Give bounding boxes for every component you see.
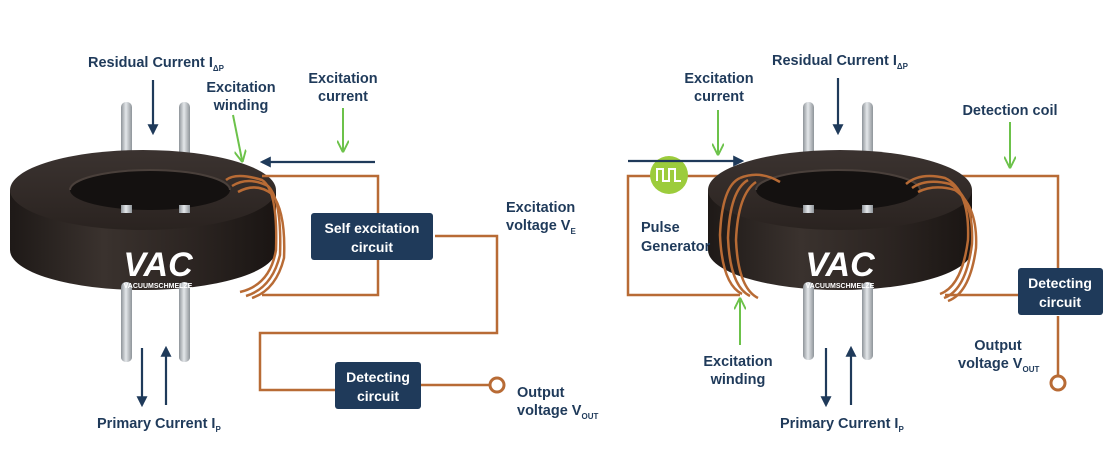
vac-logo-right: VAC VACUUMSCHMELZE bbox=[805, 246, 875, 290]
self-excitation-circuit-label-2: circuit bbox=[351, 239, 393, 255]
excitation-voltage-label-2: voltage VE bbox=[506, 218, 576, 236]
detection-coil-label: Detection coil bbox=[962, 103, 1057, 119]
svg-text:VAC: VAC bbox=[805, 246, 875, 284]
left-diagram: Self excitation circuit Detecting circui… bbox=[10, 55, 598, 434]
excitation-current-label-left-1: Excitation bbox=[308, 71, 377, 87]
toroid-core-right bbox=[708, 150, 972, 290]
pulse-generator-label-1: Pulse bbox=[641, 220, 680, 236]
excitation-winding-label-left-1: Excitation bbox=[206, 80, 275, 96]
svg-text:VACUUMSCHMELZE: VACUUMSCHMELZE bbox=[124, 283, 193, 290]
excitation-winding-label-right-2: winding bbox=[710, 372, 766, 388]
self-excitation-circuit-label-1: Self excitation bbox=[325, 220, 420, 236]
svg-text:VAC: VAC bbox=[123, 246, 193, 284]
detecting-circuit-label-2: circuit bbox=[357, 388, 399, 404]
excitation-current-label-left-2: current bbox=[318, 89, 368, 105]
right-diagram: Detecting circuit VAC VACUUMSCHMELZE Exc… bbox=[626, 53, 1103, 434]
excitation-winding-coil-right bbox=[718, 173, 781, 300]
self-excitation-circuit-box bbox=[311, 213, 433, 260]
detecting-circuit-label-1: Detecting bbox=[346, 369, 410, 385]
pulse-generator-icon bbox=[650, 156, 688, 194]
pulse-generator-label-2: Generator bbox=[641, 239, 711, 255]
vac-logo-left: VAC VACUUMSCHMELZE bbox=[123, 246, 193, 290]
toroid-core bbox=[10, 150, 276, 290]
output-terminal-left bbox=[488, 376, 506, 394]
output-voltage-label-right-1: Output bbox=[974, 338, 1022, 354]
excitation-winding-green-arrow-left bbox=[232, 114, 242, 160]
svg-text:VACUUMSCHMELZE: VACUUMSCHMELZE bbox=[806, 283, 875, 290]
output-voltage-label-right-2: voltage VOUT bbox=[958, 356, 1039, 374]
excitation-current-label-right-1: Excitation bbox=[684, 71, 753, 87]
detecting-circuit-box-left bbox=[335, 362, 421, 409]
output-terminal-right bbox=[1049, 374, 1067, 392]
output-voltage-label-left-1: Output bbox=[517, 385, 565, 401]
left-copper-wiring bbox=[258, 174, 499, 392]
detection-coil bbox=[905, 174, 978, 303]
primary-current-label-right: Primary Current IP bbox=[780, 416, 904, 434]
residual-current-label-right: Residual Current IΔP bbox=[772, 53, 909, 71]
excitation-voltage-label-1: Excitation bbox=[506, 200, 575, 216]
output-voltage-label-left-2: voltage VOUT bbox=[517, 403, 598, 421]
excitation-winding-label-right-1: Excitation bbox=[703, 354, 772, 370]
excitation-current-label-right-2: current bbox=[694, 89, 744, 105]
excitation-winding-coil bbox=[225, 174, 286, 300]
detecting-circuit-right-label-1: Detecting bbox=[1028, 275, 1092, 291]
detecting-circuit-box-right bbox=[1018, 268, 1103, 315]
primary-current-label-left: Primary Current IP bbox=[97, 416, 221, 434]
excitation-winding-label-left-2: winding bbox=[213, 98, 269, 114]
residual-current-label-left: Residual Current IΔP bbox=[88, 55, 225, 73]
detecting-circuit-right-label-2: circuit bbox=[1039, 294, 1081, 310]
